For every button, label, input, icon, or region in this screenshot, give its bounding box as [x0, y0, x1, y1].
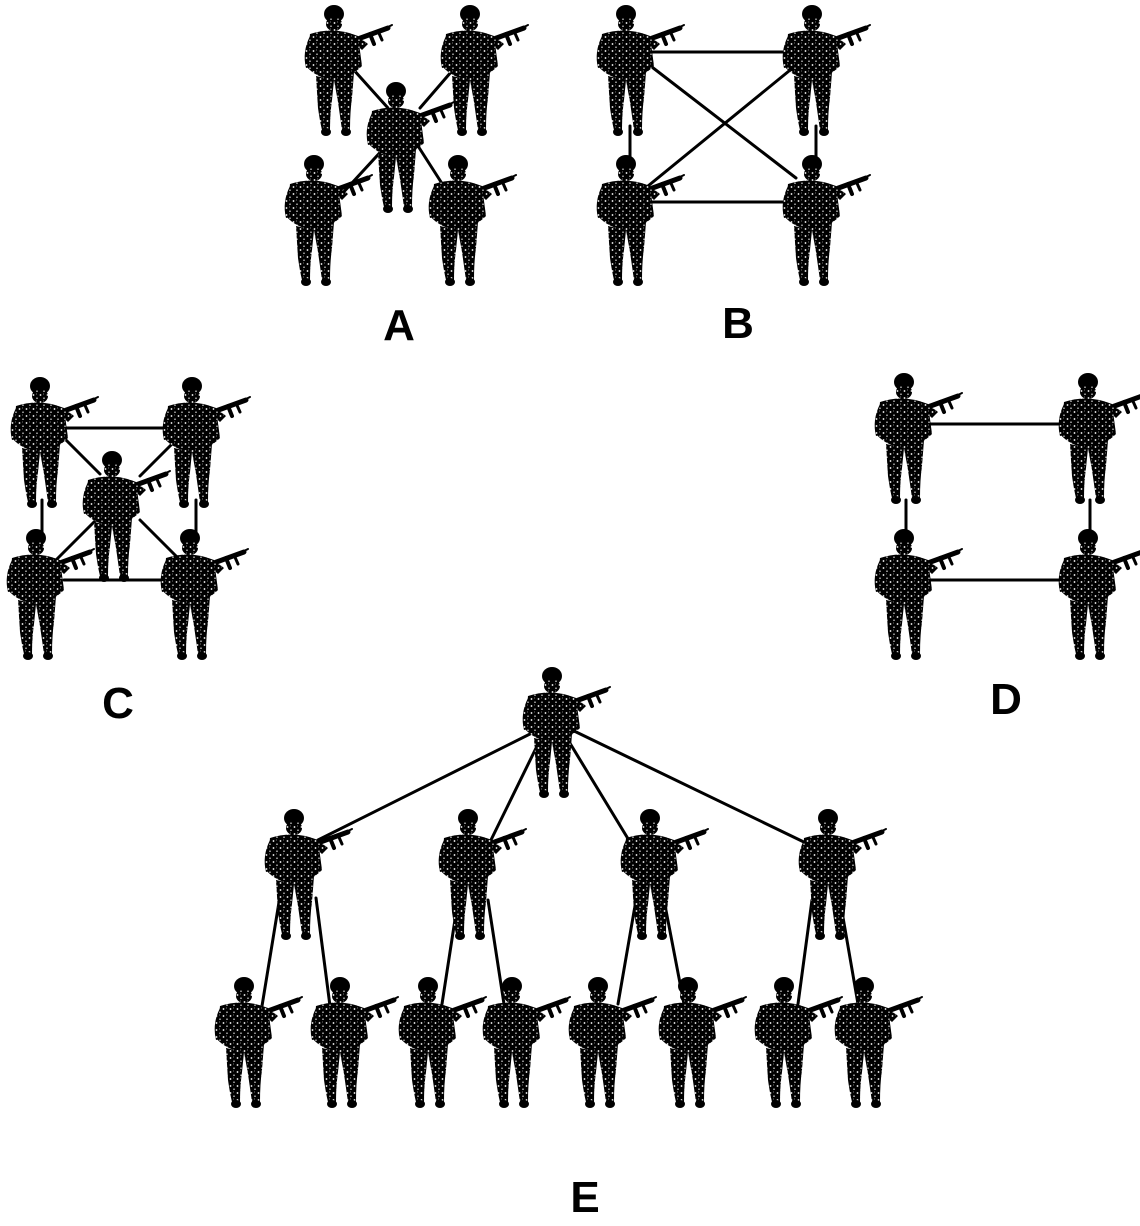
- label-e: E: [570, 1173, 599, 1222]
- soldier-icon: [215, 977, 302, 1108]
- link-e-team-3a: [616, 898, 638, 1006]
- leader-soldier-icon: [523, 667, 610, 798]
- link-e-team-1b: [314, 896, 332, 1008]
- link-e-leader-3: [566, 738, 632, 844]
- label-a: A: [383, 301, 415, 350]
- soldier-icon: [597, 155, 684, 286]
- soldier-icon: [441, 5, 528, 136]
- soldier-icon: [569, 977, 656, 1108]
- soldier-icon: [799, 809, 886, 940]
- soldier-icon: [11, 377, 98, 508]
- soldier-icon: [1059, 529, 1140, 660]
- link-e-leader-1: [316, 728, 540, 842]
- soldier-icon: [311, 977, 398, 1108]
- link-c-diag-1: [60, 434, 102, 476]
- soldier-icon: [439, 809, 526, 940]
- soldier-icon: [7, 529, 94, 660]
- link-c-diag-4: [138, 518, 182, 562]
- formation-b: B: [597, 5, 870, 348]
- soldier-icon: [163, 377, 250, 508]
- soldier-icon: [835, 977, 922, 1108]
- soldier-icon: [659, 977, 746, 1108]
- soldier-icon: [1059, 373, 1140, 504]
- link-e-leader-4: [570, 728, 810, 846]
- link-a-1: [350, 66, 390, 110]
- soldier-icon: [875, 373, 962, 504]
- link-b-diag-2: [646, 60, 802, 188]
- soldier-icon: [597, 5, 684, 136]
- soldier-icon: [783, 155, 870, 286]
- link-c-diag-3: [54, 518, 98, 562]
- soldier-icon: [483, 977, 570, 1108]
- soldier-icon: [429, 155, 516, 286]
- formation-e: E: [215, 667, 922, 1222]
- formation-d: D: [875, 373, 1140, 724]
- link-e-team-4a: [796, 898, 814, 1006]
- soldier-icon: [783, 5, 870, 136]
- link-b-diag-1: [646, 62, 798, 180]
- link-e-leader-2: [488, 738, 542, 844]
- formation-a: A: [285, 5, 528, 350]
- link-e-team-1a: [260, 894, 282, 1008]
- label-b: B: [722, 299, 754, 348]
- link-e-team-2b: [486, 898, 506, 1006]
- soldier-icon: [875, 529, 962, 660]
- soldier-icon: [161, 529, 248, 660]
- label-d: D: [990, 675, 1022, 724]
- formation-c: C: [7, 377, 250, 728]
- label-c: C: [102, 679, 134, 728]
